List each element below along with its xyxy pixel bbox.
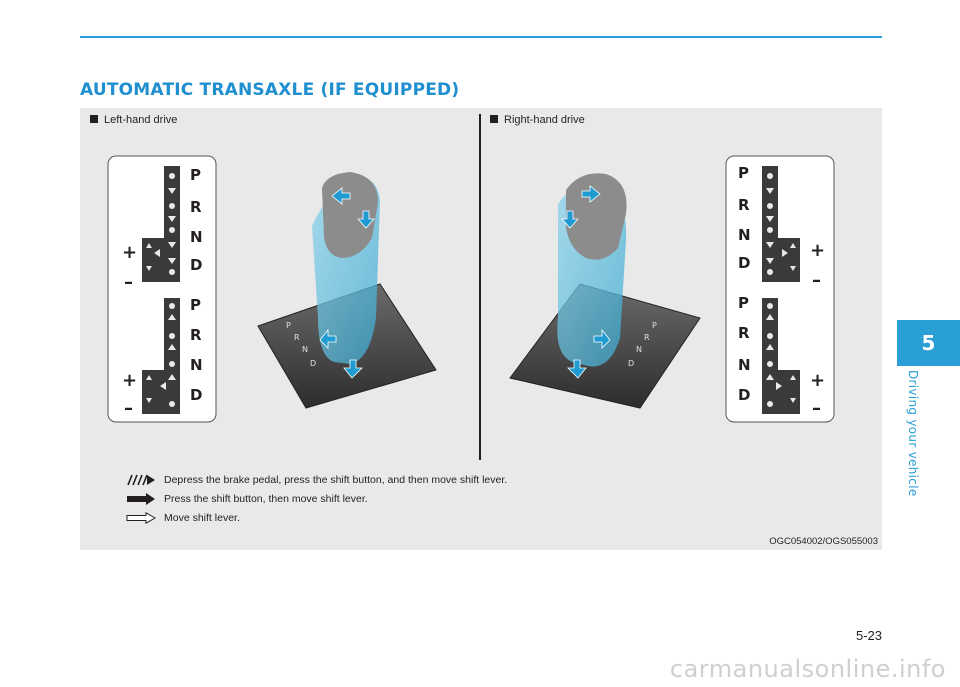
rhd-gate-arrows [766, 173, 796, 407]
rhd-lower-gear-d: D [738, 386, 750, 404]
lhd-lower-gear-p: P [190, 296, 201, 314]
square-bullet-icon [90, 115, 98, 123]
lhd-gate-arrows [146, 173, 176, 407]
rhd-lower-gear-p: P [738, 294, 749, 312]
rhd-upper-minus: – [812, 270, 821, 291]
solid-arrow-icon [127, 493, 155, 505]
watermark: carmanualsonline.info [669, 655, 946, 683]
rhd-upper-gear-r: R [738, 196, 750, 214]
section-title: AUTOMATIC TRANSAXLE (IF EQUIPPED) [80, 80, 460, 100]
legend-text-button: Press the shift button, then move shift … [164, 493, 368, 505]
lhd-lower-plus: + [122, 370, 137, 391]
rhd-upper-gear-d: D [738, 254, 750, 272]
lhd-upper-plus: + [122, 242, 137, 263]
rhd-upper-gate-slot [762, 166, 800, 282]
lhd-upper-gate-slot [142, 166, 180, 282]
rhd-lower-gear-n: N [738, 356, 751, 374]
rhd-lower-plus: + [810, 370, 825, 391]
rhd-gate-panel: P R N D P R N D + – + – [725, 155, 835, 423]
square-bullet-icon [490, 115, 498, 123]
lhd-lower-gear-d: D [190, 386, 202, 404]
rhd-gate-frame [725, 155, 835, 423]
lhd-lower-minus: – [124, 398, 133, 419]
lhd-upper-gear-r: R [190, 198, 202, 216]
caption-right-hand-drive: Right-hand drive [490, 114, 585, 126]
rhd-lower-gate-slot [762, 298, 800, 414]
figure-divider [479, 114, 481, 460]
lhd-lower-gear-r: R [190, 326, 202, 344]
caption-left-hand-drive: Left-hand drive [90, 114, 177, 126]
lhd-gate-frame [107, 155, 217, 423]
svg-text:D: D [310, 359, 316, 368]
rhd-upper-gear-p: P [738, 164, 749, 182]
svg-text:P: P [652, 321, 657, 330]
rhd-upper-plus: + [810, 240, 825, 261]
chapter-name: Driving your vehicle [906, 370, 920, 497]
lhd-lower-gear-n: N [190, 356, 203, 374]
top-rule [80, 36, 882, 38]
lhd-upper-gear-n: N [190, 228, 203, 246]
shift-pattern-figure: Left-hand drive Right-hand drive [80, 108, 882, 550]
outline-arrow-icon [126, 512, 156, 524]
chapter-tab: 5 [897, 320, 960, 366]
svg-text:R: R [294, 333, 300, 342]
rhd-upper-gear-n: N [738, 226, 751, 244]
hatched-arrow-icon [127, 474, 155, 486]
rhd-movement-arrows [561, 185, 611, 379]
lhd-upper-minus: – [124, 272, 133, 293]
svg-text:N: N [302, 345, 308, 354]
rhd-shift-knob [566, 173, 627, 260]
lhd-upper-gear-p: P [190, 166, 201, 184]
rhd-lower-minus: – [812, 398, 821, 419]
lhd-upper-gear-d: D [190, 256, 202, 274]
legend-text-brake: Depress the brake pedal, press the shift… [164, 474, 508, 486]
svg-text:P: P [286, 321, 291, 330]
svg-text:D: D [628, 359, 634, 368]
svg-text:R: R [644, 333, 650, 342]
rhd-lower-gear-r: R [738, 324, 750, 342]
page-number: 5-23 [855, 628, 882, 643]
lhd-lower-gate-slot [142, 298, 180, 414]
shift-illustration: P R N D P R N D + – + – [107, 155, 835, 423]
lhd-gate-panel: P R N D P R N D + – + – [107, 155, 217, 423]
figure-code: OGC054002/OGS055003 [769, 536, 878, 547]
svg-text:N: N [636, 345, 642, 354]
legend-text-move: Move shift lever. [164, 512, 240, 524]
lhd-movement-arrows [319, 187, 375, 379]
